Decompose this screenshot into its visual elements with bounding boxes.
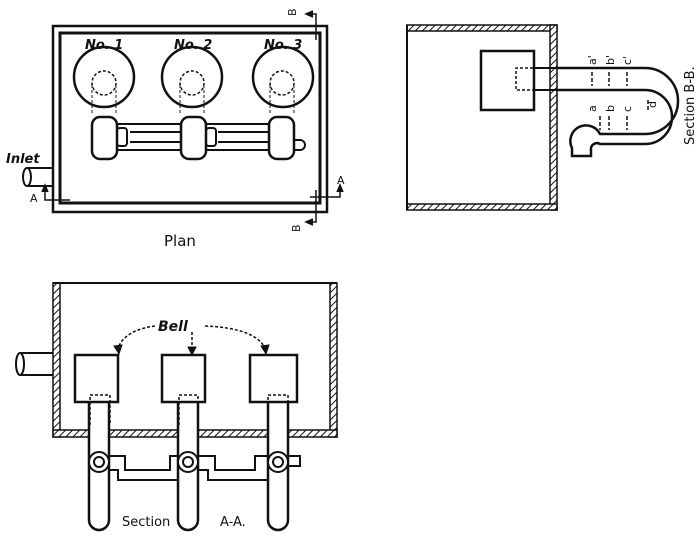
section-line-b	[304, 10, 317, 226]
aa-inlet-pipe	[15, 352, 53, 376]
plan-bell-3	[251, 45, 315, 161]
section-mark-b-top: B	[286, 8, 299, 16]
bell-label-no-3: No. 3	[264, 38, 302, 53]
bb-bell	[479, 49, 536, 112]
section-mark-a-left: A	[30, 192, 38, 205]
plan-view	[22, 10, 344, 226]
level-d: d	[646, 101, 659, 108]
section-line-a	[41, 183, 344, 201]
plan-connecting-pipes	[116, 123, 306, 151]
section-aa-view	[15, 282, 338, 532]
section-bb-view	[406, 24, 680, 211]
section-mark-a-right: A	[337, 174, 345, 187]
level-a: a	[586, 105, 599, 112]
plan-bell-1	[72, 45, 136, 161]
level-c-prime: c'	[621, 56, 634, 65]
aa-bells	[73, 353, 299, 404]
plan-tank-inner	[58, 31, 322, 205]
aa-cross-pipes	[108, 455, 301, 481]
bell-pointer-arrows	[117, 325, 266, 349]
level-b-prime: b'	[604, 55, 617, 65]
bell-label: Bell	[158, 319, 188, 335]
section-mark-b-bottom: B	[290, 224, 303, 232]
bell-arrowheads	[113, 344, 270, 357]
section-aa-title-left: Section	[122, 515, 170, 530]
section-aa-title-right: A-A.	[220, 515, 246, 530]
level-b: b	[604, 105, 617, 112]
bell-label-no-2: No. 2	[174, 38, 212, 53]
plan-tank-outer	[51, 24, 329, 214]
bb-u-tube	[557, 66, 680, 158]
level-a-prime: a'	[586, 55, 599, 65]
bell-label-no-1: No. 1	[85, 38, 123, 53]
plan-title: Plan	[164, 232, 196, 250]
bb-water-levels	[591, 72, 649, 130]
section-bb-title: Section B-B.	[683, 66, 698, 145]
aa-bell-inner-tubes	[89, 394, 289, 425]
aa-valves	[88, 451, 289, 473]
inlet-label: Inlet	[6, 152, 40, 167]
level-c: c	[621, 106, 634, 112]
plan-inlet-pipe	[22, 167, 53, 187]
